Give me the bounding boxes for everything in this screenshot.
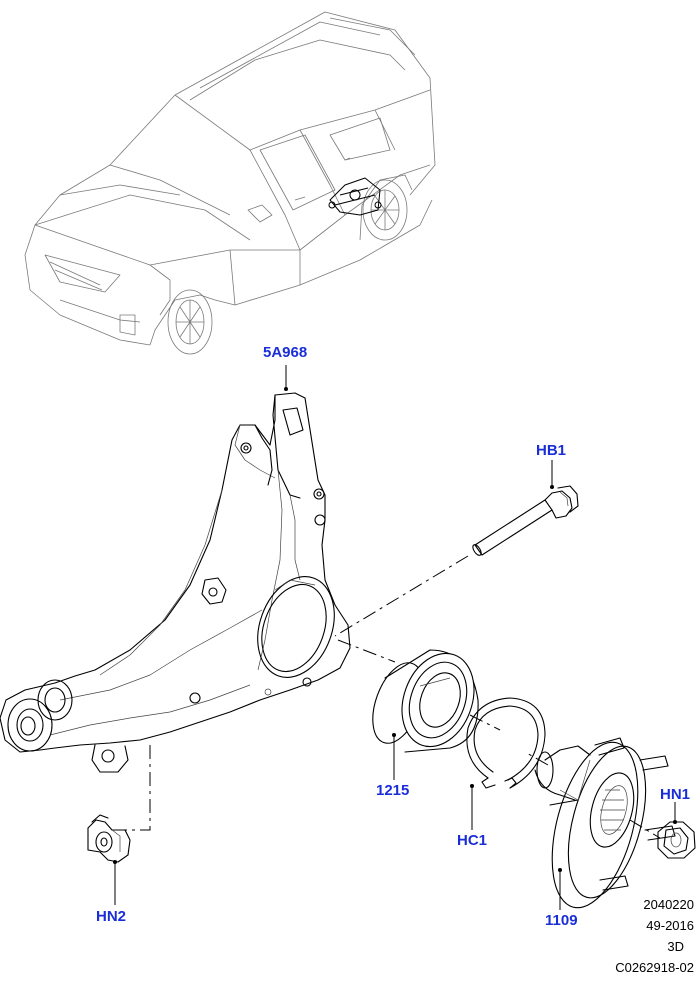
circlip[interactable] (466, 697, 546, 789)
assembly-axis-lines (120, 555, 661, 839)
callout-bolt[interactable]: HB1 (536, 442, 567, 459)
wheel-bearing[interactable] (363, 643, 486, 756)
callout-hub-nut[interactable]: HN1 (660, 786, 691, 803)
hub-bolt[interactable] (471, 485, 579, 557)
reference-line-1: 2040220 (643, 897, 694, 912)
leader-lines (113, 365, 677, 910)
hub-nut[interactable] (657, 821, 696, 859)
callout-lower-nut[interactable]: HN2 (96, 908, 127, 925)
wheel-hub[interactable] (534, 733, 676, 917)
callout-bearing[interactable]: 1215 (376, 782, 410, 799)
lower-mount-nut[interactable] (87, 814, 131, 863)
reference-line-2: 49-2016 (646, 918, 694, 933)
reference-line-3: 3D (667, 939, 684, 954)
knuckle-assembly[interactable] (0, 392, 351, 773)
callout-circlip[interactable]: HC1 (457, 832, 488, 849)
callout-knuckle[interactable]: 5A968 (263, 344, 308, 361)
vehicle-illustration (24, 11, 436, 355)
reference-line-4: C0262918-02 (615, 960, 694, 975)
callout-hub[interactable]: 1109 (545, 912, 578, 929)
